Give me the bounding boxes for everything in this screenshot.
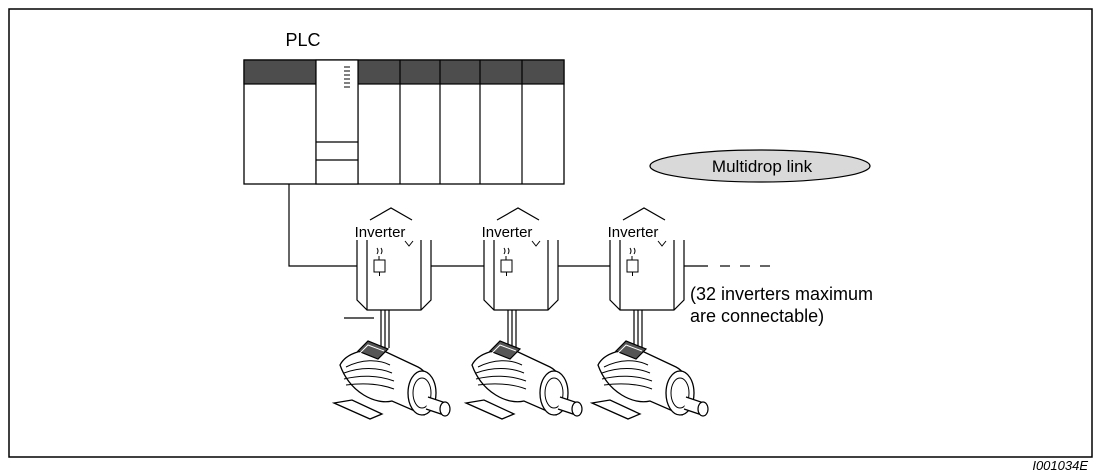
figure-border [8,8,1093,458]
max-inverters-note-line2: are connectable) [690,306,824,326]
plc-cpu-module [315,59,359,185]
multidrop-callout [649,149,871,183]
inverter-2-label: Inverter [482,224,533,241]
inverter-3-label: Inverter [608,224,659,241]
motor-2 [465,340,583,420]
multidrop-label: Multidrop link [712,157,813,176]
plc-rack [243,59,565,185]
plc-label: PLC [285,30,320,50]
motor-1 [333,340,451,420]
motor-3 [591,340,709,420]
inverter-1-label: Inverter [355,224,406,241]
communication-bus [288,184,770,267]
max-inverters-note-line1: (32 inverters maximum [690,284,873,304]
figure-id: I001034E [1032,458,1088,473]
